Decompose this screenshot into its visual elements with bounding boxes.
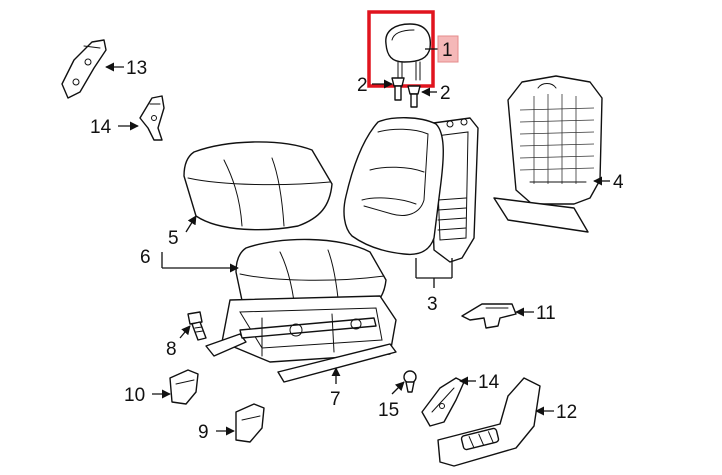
cover-part-14-upper[interactable] [139, 95, 165, 141]
callout-12[interactable]: 12 [556, 402, 577, 423]
callout-3[interactable]: 3 [427, 294, 438, 315]
headrest-guide-left[interactable] [391, 77, 405, 101]
clip-part-15[interactable] [403, 370, 417, 393]
seat-track-frame[interactable] [205, 295, 397, 383]
callout-14a[interactable]: 14 [90, 117, 112, 138]
leader-line-8 [179, 325, 191, 339]
callout-tag-1 [437, 35, 459, 63]
bolt-part-8[interactable] [187, 311, 207, 341]
headrest-guide-right[interactable] [407, 85, 421, 108]
bracket-part-11[interactable] [461, 303, 517, 329]
callout-13[interactable]: 13 [126, 58, 147, 79]
trim-part-9[interactable] [235, 403, 265, 443]
headrest-part[interactable] [385, 23, 431, 81]
bracket-part-13[interactable] [61, 39, 107, 99]
callout-14b[interactable]: 14 [478, 372, 500, 393]
seat-back-cover[interactable] [343, 117, 444, 256]
leader-line-15 [391, 381, 405, 395]
callout-2b[interactable]: 2 [440, 83, 451, 104]
callout-9[interactable]: 9 [198, 422, 209, 443]
callout-1[interactable]: 1 [442, 40, 453, 61]
callout-10[interactable]: 10 [124, 385, 145, 406]
callout-8[interactable]: 8 [166, 339, 177, 360]
leader-line-5 [185, 215, 197, 233]
cover-part-14-lower[interactable] [421, 377, 465, 427]
callout-15[interactable]: 15 [378, 400, 399, 421]
callout-6[interactable]: 6 [140, 247, 151, 268]
callout-7[interactable]: 7 [330, 389, 341, 410]
side-shield-part-12[interactable] [437, 377, 541, 467]
trim-part-10[interactable] [169, 369, 199, 405]
callout-2a[interactable]: 2 [357, 75, 368, 96]
seat-back-panel[interactable] [493, 75, 603, 233]
seat-cushion-cover[interactable] [183, 141, 333, 231]
callout-11[interactable]: 11 [536, 303, 556, 324]
callout-5[interactable]: 5 [168, 228, 179, 249]
callout-4[interactable]: 4 [613, 172, 624, 193]
